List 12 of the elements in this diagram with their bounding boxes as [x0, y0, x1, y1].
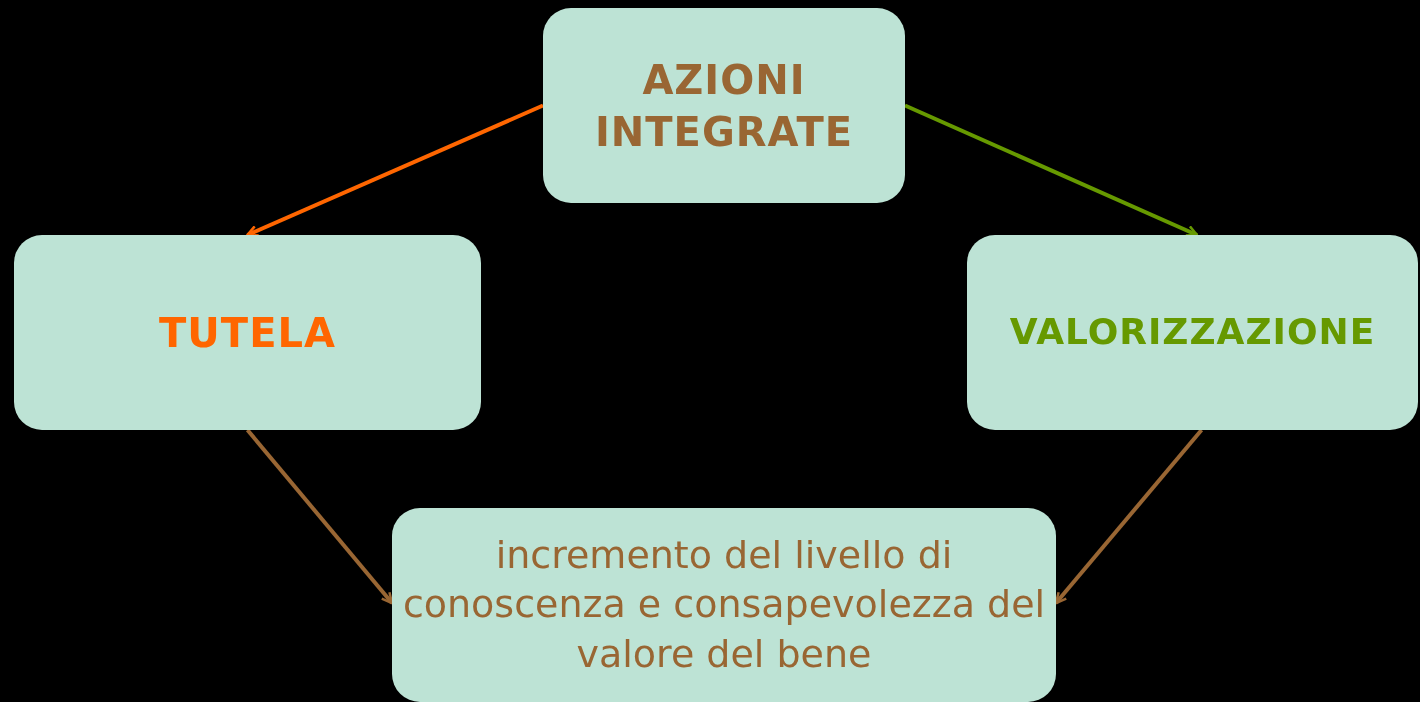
box-text: incremento del livello di conoscenza e consapevolezza del valore del bene [401, 531, 1047, 678]
rounded-box [967, 235, 1418, 430]
box-text: AZIONI INTEGRATE [593, 55, 855, 157]
rounded-box [14, 235, 481, 430]
arrow [904, 103, 1199, 237]
arrow [246, 103, 544, 237]
box-text: TUTELA [159, 308, 336, 358]
arrow [1054, 428, 1204, 605]
box-text: VALORIZZAZIONE [1009, 310, 1376, 355]
arrow [245, 428, 394, 605]
rounded-box [543, 8, 905, 203]
rounded-box [392, 508, 1056, 702]
